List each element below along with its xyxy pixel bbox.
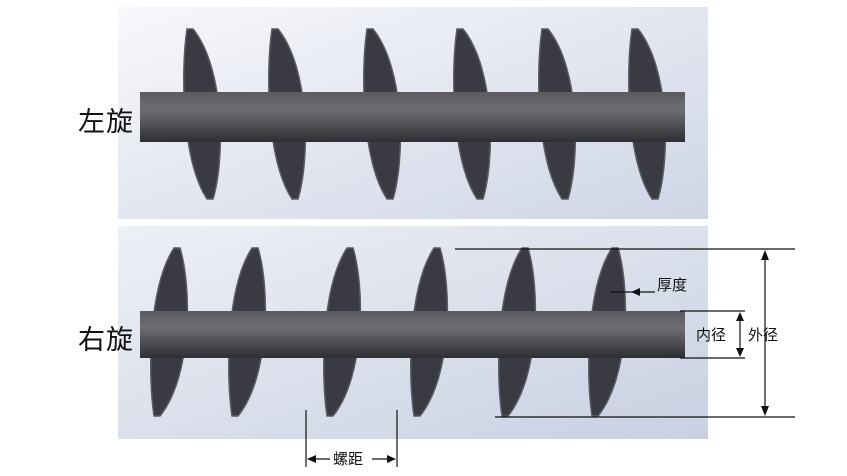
right-hand-label: 右旋 xyxy=(78,325,134,356)
left-hand-screw-panel xyxy=(118,7,708,219)
shaft-bottom xyxy=(140,311,685,358)
inner-diameter-arrow-top xyxy=(736,312,744,321)
thickness-label: 厚度 xyxy=(657,276,687,294)
left-hand-label: 左旋 xyxy=(78,107,134,138)
inner-diameter-arrow-bottom xyxy=(736,348,744,357)
right-hand-screw-illustration xyxy=(118,226,708,439)
inner-diameter-label: 内径 xyxy=(696,326,726,344)
outer-diameter-arrow-bottom xyxy=(761,406,769,416)
outer-diameter-label: 外径 xyxy=(748,326,778,344)
pitch-arrow-left xyxy=(307,455,316,463)
left-hand-screw-illustration xyxy=(118,7,708,219)
pitch-arrow-right xyxy=(387,455,396,463)
pitch-label: 螺距 xyxy=(333,450,363,468)
shaft-top xyxy=(140,92,685,142)
thickness-arrow xyxy=(631,288,640,296)
outer-diameter-arrow-top xyxy=(761,250,769,260)
right-hand-screw-panel xyxy=(118,226,708,439)
